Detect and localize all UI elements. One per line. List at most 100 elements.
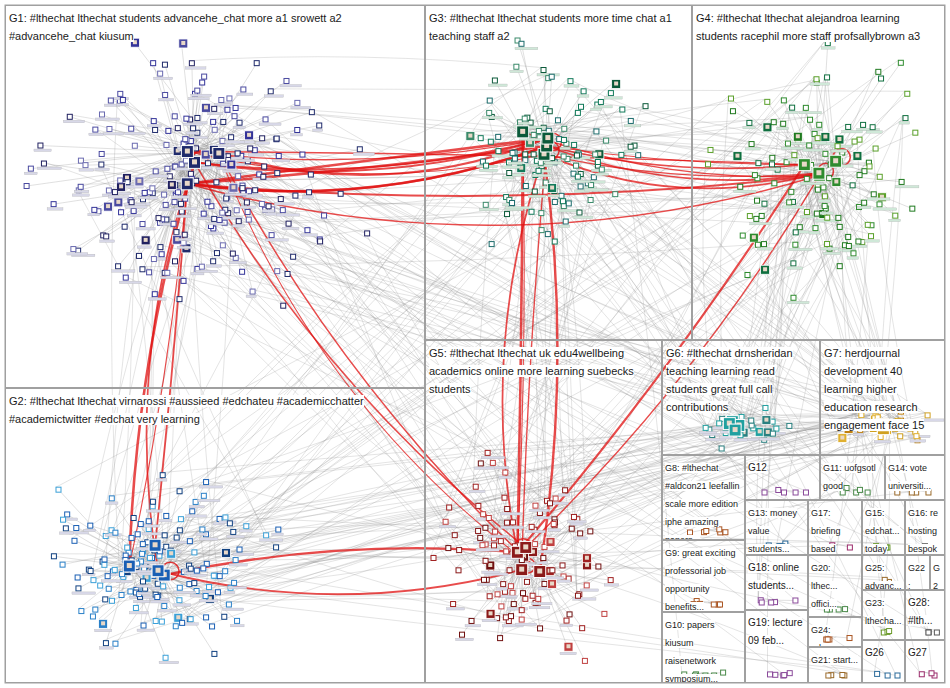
vertex: [309, 110, 314, 115]
vertex: [505, 212, 510, 217]
vertex: [357, 147, 362, 152]
vertex: [808, 117, 813, 122]
vertex: [594, 129, 599, 134]
vertex-photo-face: [181, 41, 185, 45]
vertex: [752, 173, 757, 178]
gray-edge: [550, 80, 815, 155]
hub-vertex-face: [520, 129, 525, 134]
gray-edge: [177, 124, 846, 488]
vertex-tag: [208, 112, 223, 115]
vertex-tag: [291, 106, 311, 109]
gray-edge: [160, 428, 739, 473]
vertex-tag: [72, 194, 89, 197]
vertex-tag: [811, 142, 826, 145]
vertex: [108, 98, 113, 103]
gray-edge: [486, 413, 859, 561]
gray-edge: [195, 162, 308, 230]
vertex-tag: [291, 133, 303, 136]
vertex: [825, 242, 830, 247]
vertex-tag: [781, 147, 804, 150]
vertex: [151, 257, 156, 262]
vertex-tag: [112, 270, 135, 273]
gray-edge: [115, 575, 164, 644]
vertex-photo: [612, 80, 621, 89]
vertex: [579, 104, 584, 109]
red-edges: [129, 132, 850, 594]
vertex: [803, 105, 808, 110]
vertex: [220, 243, 225, 248]
vertex-tag: [831, 145, 852, 148]
vertex: [492, 78, 497, 83]
vertex: [562, 126, 567, 131]
gray-edge: [827, 77, 836, 161]
vertex: [595, 160, 600, 165]
vertex: [903, 116, 908, 121]
vertex: [234, 208, 239, 213]
vertex: [478, 136, 483, 141]
vertex: [575, 174, 580, 179]
vertex-tag: [216, 144, 235, 147]
hub-vertex: [517, 126, 529, 138]
vertex-tag: [546, 162, 558, 165]
vertex-tag: [895, 185, 919, 188]
gray-edge: [523, 120, 747, 157]
vertex: [24, 184, 29, 189]
gray-edge: [103, 507, 504, 641]
gray-edge: [536, 128, 892, 213]
vertex: [781, 121, 786, 126]
vertex-tag: [116, 103, 128, 106]
vertex-tag: [518, 122, 529, 125]
gray-edge: [568, 79, 749, 142]
vertex: [195, 115, 200, 120]
vertex: [99, 112, 104, 117]
vertex: [211, 259, 216, 264]
vertex-tag: [136, 228, 155, 231]
vertex: [106, 188, 111, 193]
vertex: [317, 123, 322, 128]
vertex: [122, 224, 127, 229]
vertex: [151, 119, 156, 124]
red-edge: [187, 146, 546, 191]
gray-edge: [138, 534, 165, 575]
vertex: [237, 120, 242, 125]
vertex-tag: [149, 175, 169, 178]
vertex: [857, 173, 862, 178]
vertex-tag: [604, 97, 622, 100]
vertex: [116, 264, 121, 269]
vertex-tag: [559, 225, 570, 228]
vertex-tag: [510, 70, 523, 73]
vertex-tag: [865, 240, 880, 243]
gray-edge: [99, 162, 264, 533]
vertex: [220, 138, 225, 143]
vertex: [619, 152, 624, 157]
vertex: [538, 160, 543, 165]
vertex-tag: [480, 169, 498, 172]
vertex-tag: [95, 168, 109, 171]
vertex: [164, 142, 169, 147]
gray-edge: [503, 418, 898, 615]
vertex-photo-face: [752, 235, 756, 239]
vertex-photo: [853, 152, 862, 161]
vertex: [507, 170, 512, 175]
vertex-photo-face: [855, 154, 859, 158]
vertex: [132, 143, 137, 148]
vertex: [598, 99, 603, 104]
gray-edge: [208, 179, 899, 223]
vertex-tag: [783, 206, 804, 209]
vertex: [807, 143, 812, 148]
vertex: [747, 214, 752, 219]
gray-edge: [149, 556, 874, 672]
gray-edge: [164, 575, 214, 654]
gray-edge: [160, 152, 187, 248]
vertex-tag: [47, 208, 63, 211]
vertex: [759, 213, 764, 218]
vertex: [536, 168, 541, 173]
gray-edge: [129, 566, 206, 617]
vertex: [765, 99, 770, 104]
vertex: [835, 144, 840, 149]
vertex: [119, 210, 124, 215]
vertex: [846, 243, 851, 248]
gray-edge: [133, 427, 857, 605]
vertex-tag: [594, 105, 612, 108]
gray-edge: [143, 119, 211, 586]
